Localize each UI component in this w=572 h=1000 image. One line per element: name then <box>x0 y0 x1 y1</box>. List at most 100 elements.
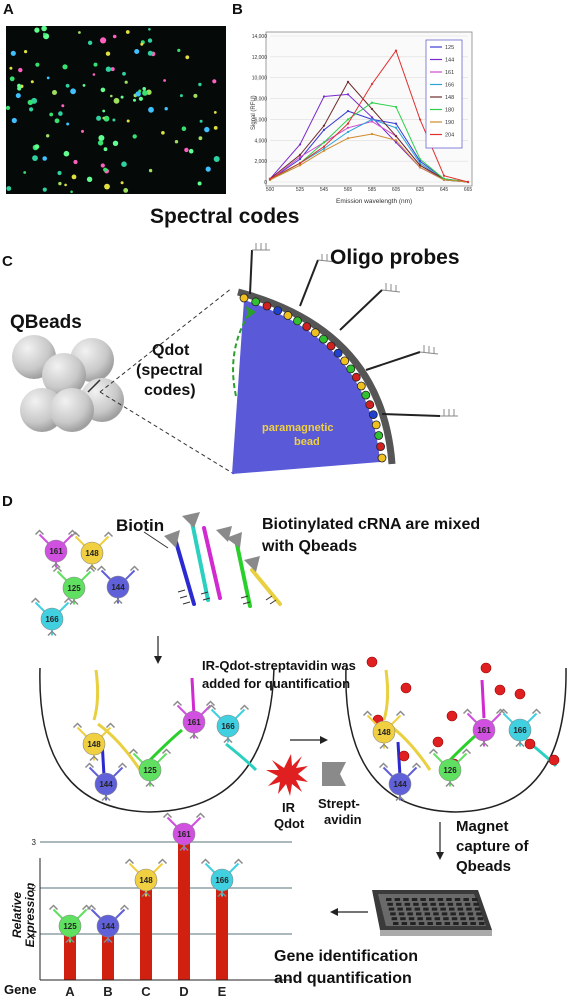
qdot-dot <box>361 390 371 400</box>
qbead-sphere <box>80 378 124 422</box>
fluorescent-bead-dot <box>32 144 39 151</box>
chart-data-point <box>268 178 272 182</box>
bead-probe-tip <box>101 795 111 802</box>
panel-label-c: C <box>2 253 13 270</box>
irqdot-step-line2: added for quantification <box>202 676 351 691</box>
fluorescent-bead-dot <box>174 140 179 144</box>
bead-probe-tip <box>378 762 389 769</box>
fluorescent-bead-dot <box>65 83 70 88</box>
fluorescent-bead-dot <box>163 79 167 82</box>
chart-data-point <box>442 177 446 180</box>
fluorescent-bead-dot <box>184 147 189 153</box>
gene-identification-line2: and quantification <box>274 970 412 987</box>
fluorescent-bead-dot <box>105 66 112 72</box>
bead-probe-tip <box>124 858 135 865</box>
fluorescent-bead-dot <box>43 33 50 40</box>
qdot-dot <box>283 311 293 320</box>
chart-data-point <box>394 105 398 109</box>
bead-body <box>210 868 234 892</box>
chart-x-tick-label: 645 <box>440 187 449 193</box>
plate-well <box>416 912 422 916</box>
chart-y-tick-label: 4,000 <box>254 138 267 144</box>
chart-data-point <box>394 139 398 142</box>
expression-bar <box>216 888 228 980</box>
chart-data-point <box>466 180 470 184</box>
gene-identification-line1: Gene identification <box>274 948 419 965</box>
plate-well <box>404 902 411 906</box>
fluorescent-bead-dot <box>81 129 84 133</box>
fluorescent-bead-dot <box>86 176 93 182</box>
chart-data-point <box>322 149 326 152</box>
bead-probe-tip <box>103 531 114 538</box>
bead-probe-tip <box>48 904 59 911</box>
plate-well <box>418 922 425 925</box>
fluorescent-bead-dot <box>110 94 113 98</box>
chart-data-point <box>466 180 470 184</box>
bead-probe-tip <box>128 748 139 755</box>
plate-well <box>443 917 449 921</box>
bead-arm <box>176 704 195 723</box>
chart-data-point <box>418 160 422 163</box>
plate-well <box>400 917 406 921</box>
plate-well <box>401 922 408 925</box>
chart-data-point <box>322 141 326 144</box>
plate-well <box>397 907 403 911</box>
qdot-dot <box>293 316 302 326</box>
bead-probe-tip <box>141 891 151 898</box>
chart-data-point <box>418 166 422 169</box>
chart-data-point <box>268 177 272 180</box>
bead-body <box>388 772 412 796</box>
chart-data-point <box>298 143 302 146</box>
bead-probe-tip <box>69 599 79 606</box>
plate-well <box>387 902 393 906</box>
chart-data-point <box>268 178 272 182</box>
bead-label-line1: paramagnetic <box>262 422 334 434</box>
plate-well <box>450 912 456 916</box>
bead-arm <box>366 714 385 733</box>
fluorescent-bead-dot <box>58 111 63 116</box>
plate-well <box>426 917 432 921</box>
chart-data-point <box>346 80 350 83</box>
chart-data-point <box>298 155 302 159</box>
qbead-sphere <box>12 335 56 379</box>
plate-well <box>414 907 421 911</box>
chart-data-point <box>346 137 350 140</box>
bead-probe-tip <box>65 937 75 944</box>
bead-arm <box>221 862 240 881</box>
bead-probe-tip <box>96 565 107 572</box>
plate-well <box>407 912 413 916</box>
magnet-label-line3: Qbeads <box>456 858 512 875</box>
bead-probe-tip <box>200 858 211 865</box>
qbead-molecule: 125 <box>48 904 92 944</box>
chart-data-point <box>322 95 326 98</box>
panel-label-b: B <box>232 1 243 18</box>
fluorescent-bead-dot <box>148 106 154 113</box>
chart-data-point <box>268 178 272 182</box>
bead-probe-tip <box>157 858 168 865</box>
fluorescent-bead-dot <box>64 183 67 187</box>
qdot-dot <box>356 381 366 391</box>
bead-code-label: 144 <box>393 780 407 789</box>
legend-entry: 180 <box>445 108 454 114</box>
chart-data-point <box>298 162 302 165</box>
streptavidin-icon <box>322 762 346 786</box>
bead-probe-tip <box>105 722 116 729</box>
fluorescent-bead-dot <box>193 93 198 98</box>
bead-code-label: 161 <box>49 547 63 556</box>
fluorescent-bead-dot <box>148 168 153 173</box>
chart-y-tick-label: 12,000 <box>252 55 268 61</box>
fluorescent-bead-dot <box>121 161 127 167</box>
chart-data-point <box>418 164 422 167</box>
fluorescent-bead-dot <box>92 73 96 76</box>
plate-well <box>427 922 433 925</box>
bead-code-label: 125 <box>63 922 77 931</box>
plate-well <box>393 922 399 925</box>
qdot-dot <box>346 364 356 374</box>
chart-y-tick-label: 2,000 <box>254 159 267 165</box>
bead-probe-tip <box>86 904 97 911</box>
fluorescent-bead-dot <box>148 28 151 31</box>
plate-well <box>420 898 426 901</box>
fluorescent-bead-dot <box>66 122 70 126</box>
chart-data-point <box>268 178 272 182</box>
qbead-molecule: 125 <box>52 566 96 606</box>
